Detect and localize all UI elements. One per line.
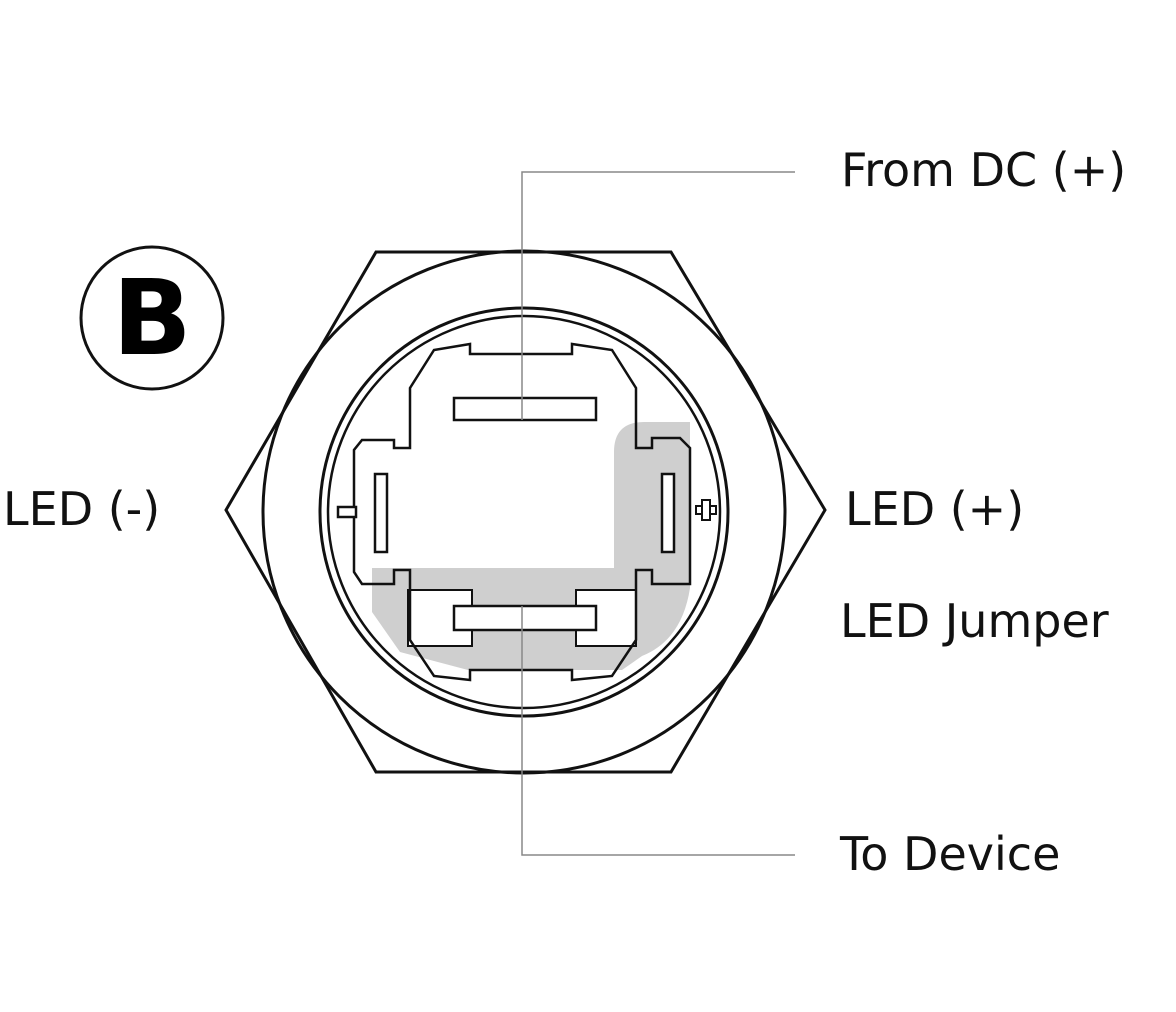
led-positive-marker xyxy=(695,499,717,521)
label-from-dc: From DC (+) xyxy=(841,143,1127,197)
terminal-led-negative xyxy=(373,472,389,554)
inner-ring xyxy=(326,314,722,710)
label-to-device: To Device xyxy=(840,827,1061,881)
badge-letter: B xyxy=(112,257,192,379)
outer-ring xyxy=(261,249,787,775)
leader-line-to-device xyxy=(521,606,795,856)
terminal-from-dc xyxy=(452,396,598,422)
label-led-positive: LED (+) xyxy=(845,482,1025,536)
terminal-led-positive xyxy=(660,472,676,554)
label-led-jumper: LED Jumper xyxy=(840,594,1109,648)
terminal-to-device xyxy=(452,604,598,632)
led-negative-marker xyxy=(336,505,358,519)
badge-circle xyxy=(79,245,225,391)
hex-nut-outline xyxy=(224,250,827,774)
bezel-ring xyxy=(318,306,730,718)
leader-line-from-dc xyxy=(521,171,795,420)
inner-housing xyxy=(352,342,692,682)
label-led-negative: LED (-) xyxy=(3,482,161,536)
